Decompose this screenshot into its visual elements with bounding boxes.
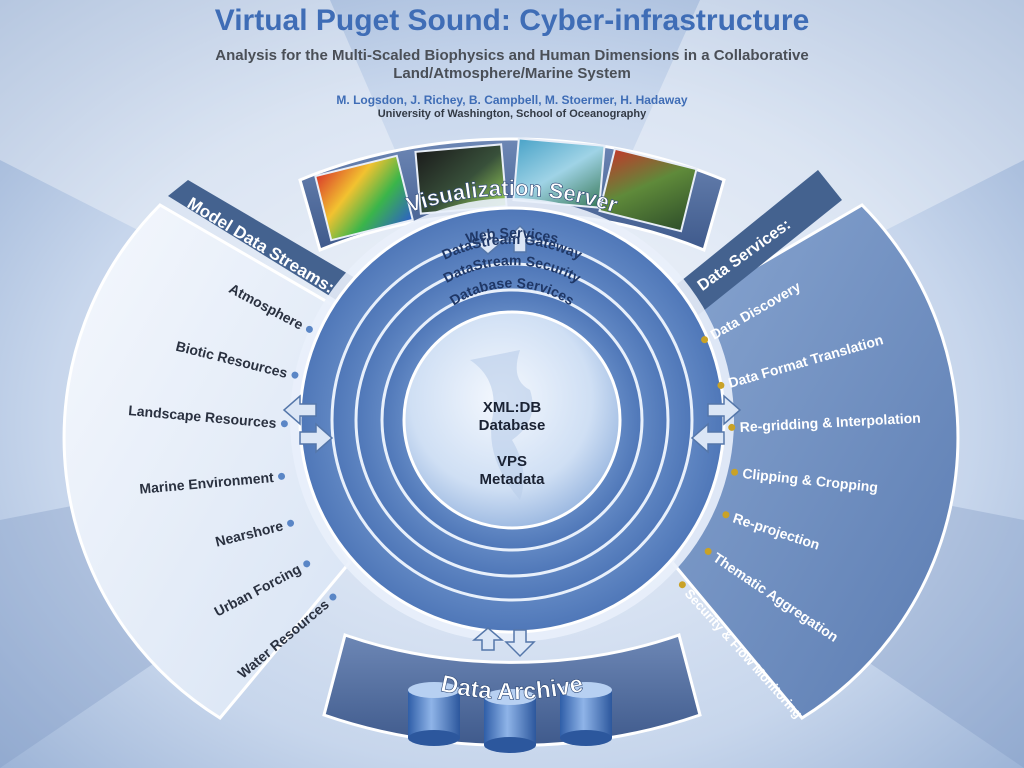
bullet-icon	[291, 371, 299, 379]
bullet-icon	[303, 560, 311, 568]
subtitle-line-2: Land/Atmosphere/Marine System	[393, 65, 631, 82]
bullet-icon	[704, 547, 712, 555]
core-line-1: XML:DB	[483, 399, 541, 416]
bullet-icon	[305, 325, 313, 333]
puget-sound-map-watermark	[470, 350, 533, 500]
database-cylinders	[408, 682, 612, 753]
visualization-thumbnail-4	[598, 147, 698, 233]
bullet-icon	[722, 511, 730, 519]
core-line-3: VPS	[497, 453, 527, 470]
page-title: Virtual Puget Sound: Cyber-infrastructur…	[214, 4, 810, 37]
arrow-left-services	[690, 422, 725, 454]
bullet-icon	[678, 581, 686, 589]
bullet-icon	[717, 381, 725, 389]
bullet-icon	[329, 593, 337, 601]
authors: M. Logsdon, J. Richey, B. Campbell, M. S…	[336, 93, 688, 107]
affiliation: University of Washington, School of Ocea…	[377, 108, 647, 120]
model-data-streams-banner	[168, 180, 362, 306]
core-line-4: Metadata	[479, 471, 545, 488]
core-line-2: Database	[479, 417, 546, 434]
visualization-thumbnail-1	[314, 154, 414, 242]
data-services-banner	[660, 170, 842, 328]
bullet-icon	[728, 423, 736, 431]
cylinder-2-top	[484, 689, 536, 705]
cylinder-1-top	[408, 682, 460, 698]
bullet-icon	[278, 472, 286, 480]
bullet-icon	[280, 420, 288, 428]
bullet-icon	[731, 468, 739, 476]
bullet-icon	[287, 519, 295, 527]
cylinder-3-top	[560, 682, 612, 698]
arrow-right-streams	[299, 422, 334, 454]
cylinder-3-bottom	[560, 730, 612, 746]
arrow-up-archive	[471, 627, 505, 651]
cylinder-2-bottom	[484, 737, 536, 753]
bullet-icon	[701, 336, 709, 344]
arrows	[282, 224, 742, 658]
arrow-up-vis	[504, 224, 536, 253]
cylinder-1-bottom	[408, 730, 460, 746]
subtitle-line-1: Analysis for the Multi-Scaled Biophysics…	[215, 47, 809, 64]
arrow-left-streams	[282, 394, 317, 426]
arrow-down-vis	[471, 231, 505, 255]
web-services-label: Web Services	[464, 224, 560, 246]
page-subtitle: Analysis for the Multi-Scaled Biophysics…	[0, 47, 1024, 83]
arrow-down-archive	[504, 629, 536, 658]
arrow-right-services	[707, 394, 742, 426]
core-text: XML:DB Database VPS Metadata	[479, 399, 546, 488]
